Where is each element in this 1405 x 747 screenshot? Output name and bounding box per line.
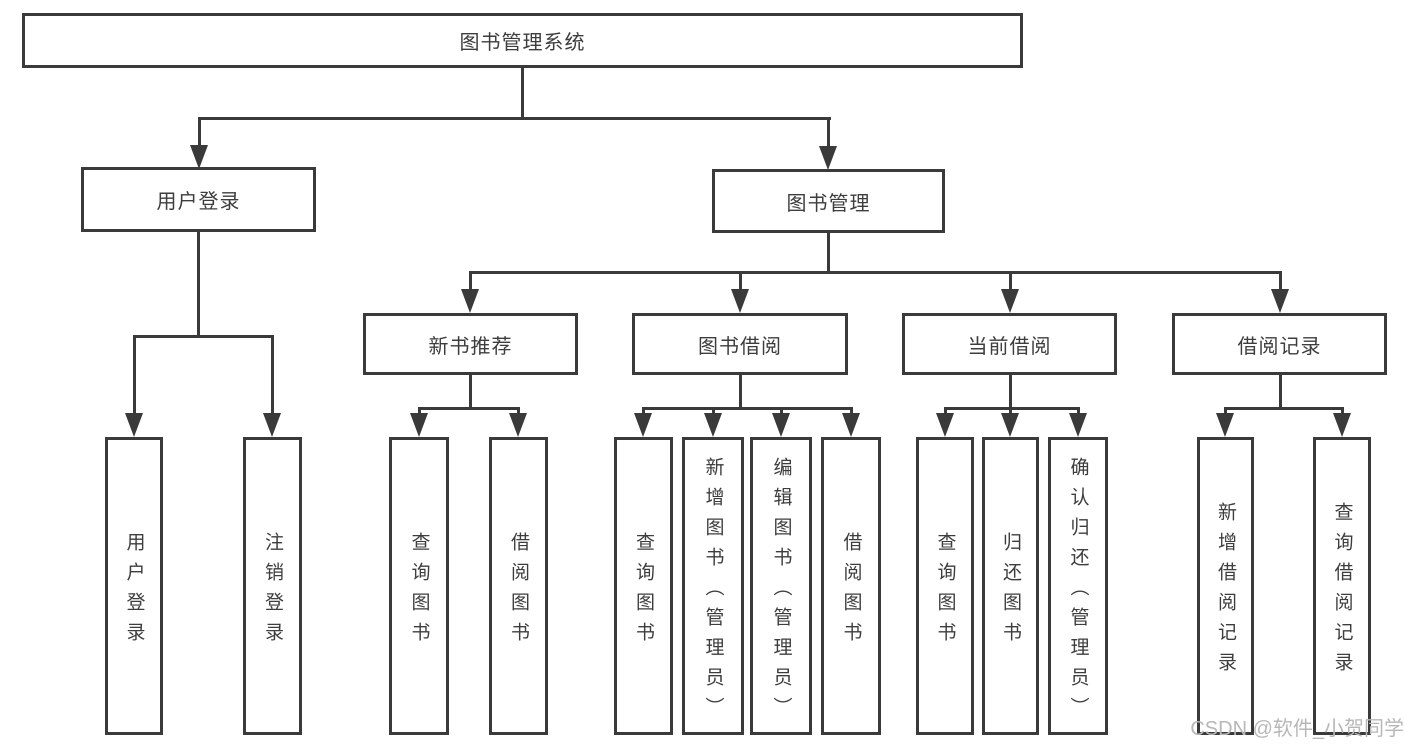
connector-line <box>133 335 136 415</box>
node-label: 借阅图书 <box>508 531 529 652</box>
connector-line <box>739 375 742 409</box>
node-label: 新增借阅记录 <box>1215 501 1236 682</box>
arrow-down-icon <box>1001 289 1019 313</box>
leaf-add-borrow-record: 新增借阅记录 <box>1197 437 1254 735</box>
connector-line <box>1279 375 1282 409</box>
leaf-borrow-books-recommend: 借阅图书 <box>489 437 548 735</box>
connector-line <box>1077 407 1080 417</box>
connector-line <box>1009 271 1012 291</box>
leaf-query-books-recommend: 查询图书 <box>389 437 449 735</box>
leaf-query-borrow-record: 查询借阅记录 <box>1313 437 1371 735</box>
connector-line <box>418 407 421 417</box>
node-label: 图书管理系统 <box>459 32 586 54</box>
arrow-down-icon <box>461 289 479 313</box>
node-book-borrowing: 图书借阅 <box>632 313 848 375</box>
leaf-confirm-return-admin: 确认归还（管理员） <box>1048 437 1108 735</box>
arrow-down-icon <box>1271 289 1289 313</box>
connector-line <box>642 407 645 417</box>
node-label: 图书借阅 <box>698 335 782 358</box>
node-label: 编辑图书（管理员） <box>770 456 792 727</box>
node-new-book-recommendation: 新书推荐 <box>363 313 578 375</box>
connector-line <box>198 117 201 147</box>
leaf-return-books: 归还图书 <box>982 437 1039 735</box>
arrow-down-icon <box>509 413 527 437</box>
arrow-down-icon <box>1333 413 1351 437</box>
connector-line <box>1224 407 1344 410</box>
node-label: 用户登录 <box>123 531 145 652</box>
connector-line <box>642 407 853 410</box>
leaf-borrow-books: 借阅图书 <box>821 437 881 735</box>
arrow-down-icon <box>634 413 652 437</box>
connector-line <box>418 407 520 410</box>
arrow-down-icon <box>842 413 860 437</box>
connector-line <box>1009 375 1012 409</box>
arrow-down-icon <box>1001 413 1019 437</box>
node-label: 借阅记录 <box>1237 335 1322 358</box>
watermark: CSDN @软件_小贺同学 <box>1190 718 1404 740</box>
node-current-borrowing: 当前借阅 <box>902 313 1117 375</box>
arrow-down-icon <box>936 413 954 437</box>
connector-line <box>469 375 472 409</box>
connector-line <box>944 407 947 417</box>
node-label: 新书推荐 <box>428 335 513 358</box>
connector-line <box>827 233 830 273</box>
arrow-down-icon <box>772 413 790 437</box>
connector-line <box>133 335 274 338</box>
connector-line <box>469 271 472 291</box>
node-label: 查询图书 <box>934 531 956 652</box>
leaf-query-books-current: 查询图书 <box>916 437 974 735</box>
connector-line <box>197 232 200 338</box>
node-borrowing-records: 借阅记录 <box>1172 313 1387 375</box>
connector-line <box>944 407 1080 410</box>
connector-line <box>780 407 783 417</box>
connector-line <box>517 407 520 417</box>
node-label: 查询图书 <box>408 531 430 652</box>
connector-line <box>1009 407 1012 417</box>
arrow-down-icon <box>263 413 281 437</box>
node-label: 归还图书 <box>1000 531 1021 652</box>
node-book-management: 图书管理 <box>712 169 945 233</box>
connector-line <box>271 335 274 415</box>
node-label: 当前借阅 <box>967 335 1052 358</box>
leaf-edit-books-admin: 编辑图书（管理员） <box>750 437 812 735</box>
arrow-down-icon <box>1216 413 1234 437</box>
connector-line <box>850 407 853 417</box>
node-label: 查询借阅记录 <box>1331 501 1353 682</box>
arrow-down-icon <box>190 145 208 169</box>
node-label: 借阅图书 <box>840 531 862 652</box>
node-label: 注销登录 <box>262 531 283 652</box>
connector-line <box>739 271 742 291</box>
node-label: 用户登录 <box>156 191 241 213</box>
connector-line <box>1279 271 1282 291</box>
leaf-user-login: 用户登录 <box>105 437 163 735</box>
connector-line <box>827 117 830 147</box>
arrow-down-icon <box>731 289 749 313</box>
connector-line <box>712 407 715 417</box>
connector-line <box>198 117 831 120</box>
connector-line <box>1341 407 1344 417</box>
arrow-down-icon <box>1069 413 1087 437</box>
node-label: 确认归还（管理员） <box>1067 456 1089 727</box>
node-label: 查询图书 <box>633 531 654 652</box>
node-label: 图书管理 <box>786 192 871 215</box>
arrow-down-icon <box>125 413 143 437</box>
leaf-add-books-admin: 新增图书（管理员） <box>682 437 744 735</box>
connector-line <box>1224 407 1227 417</box>
connector-line <box>469 271 1282 274</box>
arrow-down-icon <box>704 413 722 437</box>
arrow-down-icon <box>819 146 837 170</box>
node-label: 新增图书（管理员） <box>702 456 724 727</box>
connector-line <box>521 68 524 117</box>
arrow-down-icon <box>410 413 428 437</box>
node-library-management-system: 图书管理系统 <box>22 13 1023 68</box>
leaf-query-books-borrowing: 查询图书 <box>614 437 673 735</box>
node-user-login: 用户登录 <box>81 167 316 232</box>
leaf-logout: 注销登录 <box>243 437 302 735</box>
